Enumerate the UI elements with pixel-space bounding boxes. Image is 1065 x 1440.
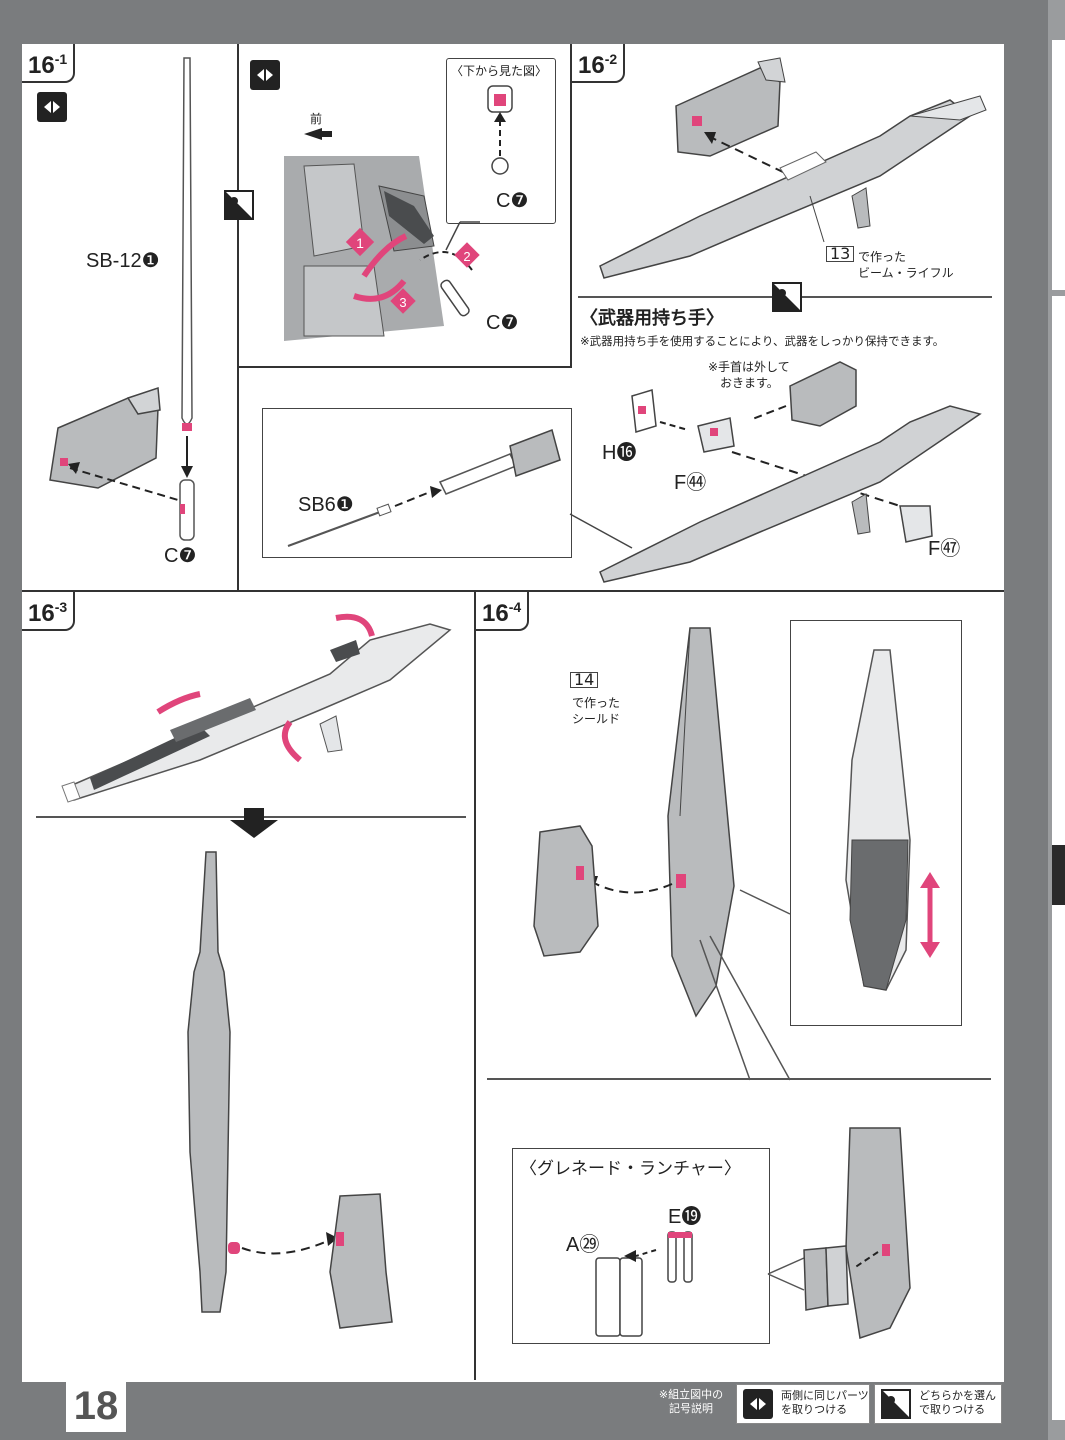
sb6-detail-box	[262, 408, 572, 558]
divider-v-top	[237, 44, 239, 590]
legend-title-line-1: ※組立図中の	[658, 1388, 724, 1401]
front-arrow-icon	[304, 128, 332, 140]
divider-h-middle	[22, 590, 1004, 592]
sb12-rod-drawing	[181, 57, 193, 478]
vertical-rifle-drawing	[187, 851, 393, 1329]
shield-ref-text-2: シールド	[572, 712, 621, 726]
weapon-hand-note: ※武器用持ち手を使用することにより、武器をしっかり保持できます。	[580, 334, 945, 348]
legend-both-sides-icon	[743, 1389, 773, 1419]
divider-sub-right	[487, 1078, 991, 1080]
wrist-note-2: おきます。	[720, 376, 779, 390]
c7-tube-part	[179, 479, 195, 541]
choose-one-icon-2	[772, 282, 802, 312]
part-a29-label: A㉙	[566, 1234, 600, 1256]
choose-one-icon	[224, 190, 254, 220]
bottom-view-title: 〈下から見た図〉	[451, 64, 548, 78]
svg-text:3: 3	[399, 295, 406, 310]
shield-ref-num: 14	[570, 672, 599, 688]
front-label: 前	[310, 112, 323, 126]
svg-text:2: 2	[463, 249, 470, 264]
grenade-pointer	[767, 1257, 805, 1291]
part-f44-label: F㊹	[674, 472, 707, 494]
sb6-label: SB6❶	[298, 494, 354, 516]
weapon-hand-assembly-drawing	[599, 361, 982, 583]
rifle-ref-num: 13	[826, 246, 855, 262]
legend-both-line-1: 両側に同じパーツ	[781, 1389, 869, 1402]
both-sides-icon	[37, 92, 67, 122]
next-page-gap	[1052, 290, 1065, 296]
c7-peg-drawing: 2	[419, 242, 480, 317]
step-16-3-label: 16-3	[22, 592, 76, 631]
legend-choose-one-icon	[881, 1389, 911, 1419]
rifle-grey-drawing	[61, 613, 452, 803]
weapon-hand-title: 〈武器用持ち手〉	[580, 308, 724, 329]
c7-peg-label: C❼	[486, 312, 519, 334]
legend-choose-line-1: どちらかを選ん	[919, 1389, 996, 1402]
rifle-with-hand-drawing	[599, 57, 987, 279]
part-h16-label: H⓰	[602, 442, 637, 464]
rifle-ref-text-1: で作った	[858, 250, 907, 264]
sb6-pointer	[569, 513, 633, 549]
grenade-parts-drawing	[595, 1231, 693, 1337]
both-sides-icon-2	[250, 60, 280, 90]
legend-choose-line-2: で取りつける	[919, 1403, 986, 1416]
legend-both-line-2: を取りつける	[781, 1403, 848, 1416]
shield-detail-drawing	[845, 649, 940, 991]
divider-v-mid	[570, 44, 572, 368]
body-assembly-drawing: 1 3	[284, 156, 444, 341]
legend-choose-one: どちらかを選ん で取りつける	[874, 1384, 1002, 1424]
legend-title-line-2: 記号説明	[669, 1402, 713, 1415]
arrow-down-icon	[230, 808, 278, 838]
grenade-mount-drawing	[803, 1127, 911, 1339]
bottom-c7-label: C❼	[496, 190, 529, 212]
shield-ref-text-1: で作った	[572, 696, 621, 710]
step-16-2-label: 16-2	[572, 44, 626, 83]
c7-label: C❼	[164, 545, 197, 567]
next-page-dark-band	[1052, 845, 1065, 905]
svg-text:1: 1	[356, 235, 364, 251]
legend-both-sides: 両側に同じパーツ を取りつける	[736, 1384, 870, 1424]
part-f47-label: F㊼	[928, 538, 961, 560]
hand-part-drawing	[49, 386, 179, 501]
callout-pointer	[445, 221, 480, 251]
shield-callout-lines	[699, 889, 791, 1081]
grenade-launcher-title: 〈グレネード・ランチャー〉	[520, 1159, 741, 1179]
page-number: 18	[66, 1380, 126, 1432]
sb12-label: SB-12❶	[86, 250, 160, 272]
step-16-1-label: 16-1	[22, 44, 76, 83]
bottom-view-drawing	[487, 85, 513, 175]
part-e19-label: E⓳	[668, 1206, 702, 1228]
next-page-strip	[1052, 40, 1065, 1420]
divider-v-bottom	[474, 590, 476, 1380]
divider-h-top-left	[237, 366, 570, 368]
step-16-4-label: 16-4	[476, 592, 530, 631]
sb6-parts-drawing	[287, 429, 561, 547]
rifle-ref-text-2: ビーム・ライフル	[858, 266, 954, 280]
wrist-note-1: ※手首は外して	[708, 360, 790, 374]
shield-drawing	[533, 627, 735, 1018]
legend-title: ※組立図中の 記号説明	[652, 1384, 730, 1426]
